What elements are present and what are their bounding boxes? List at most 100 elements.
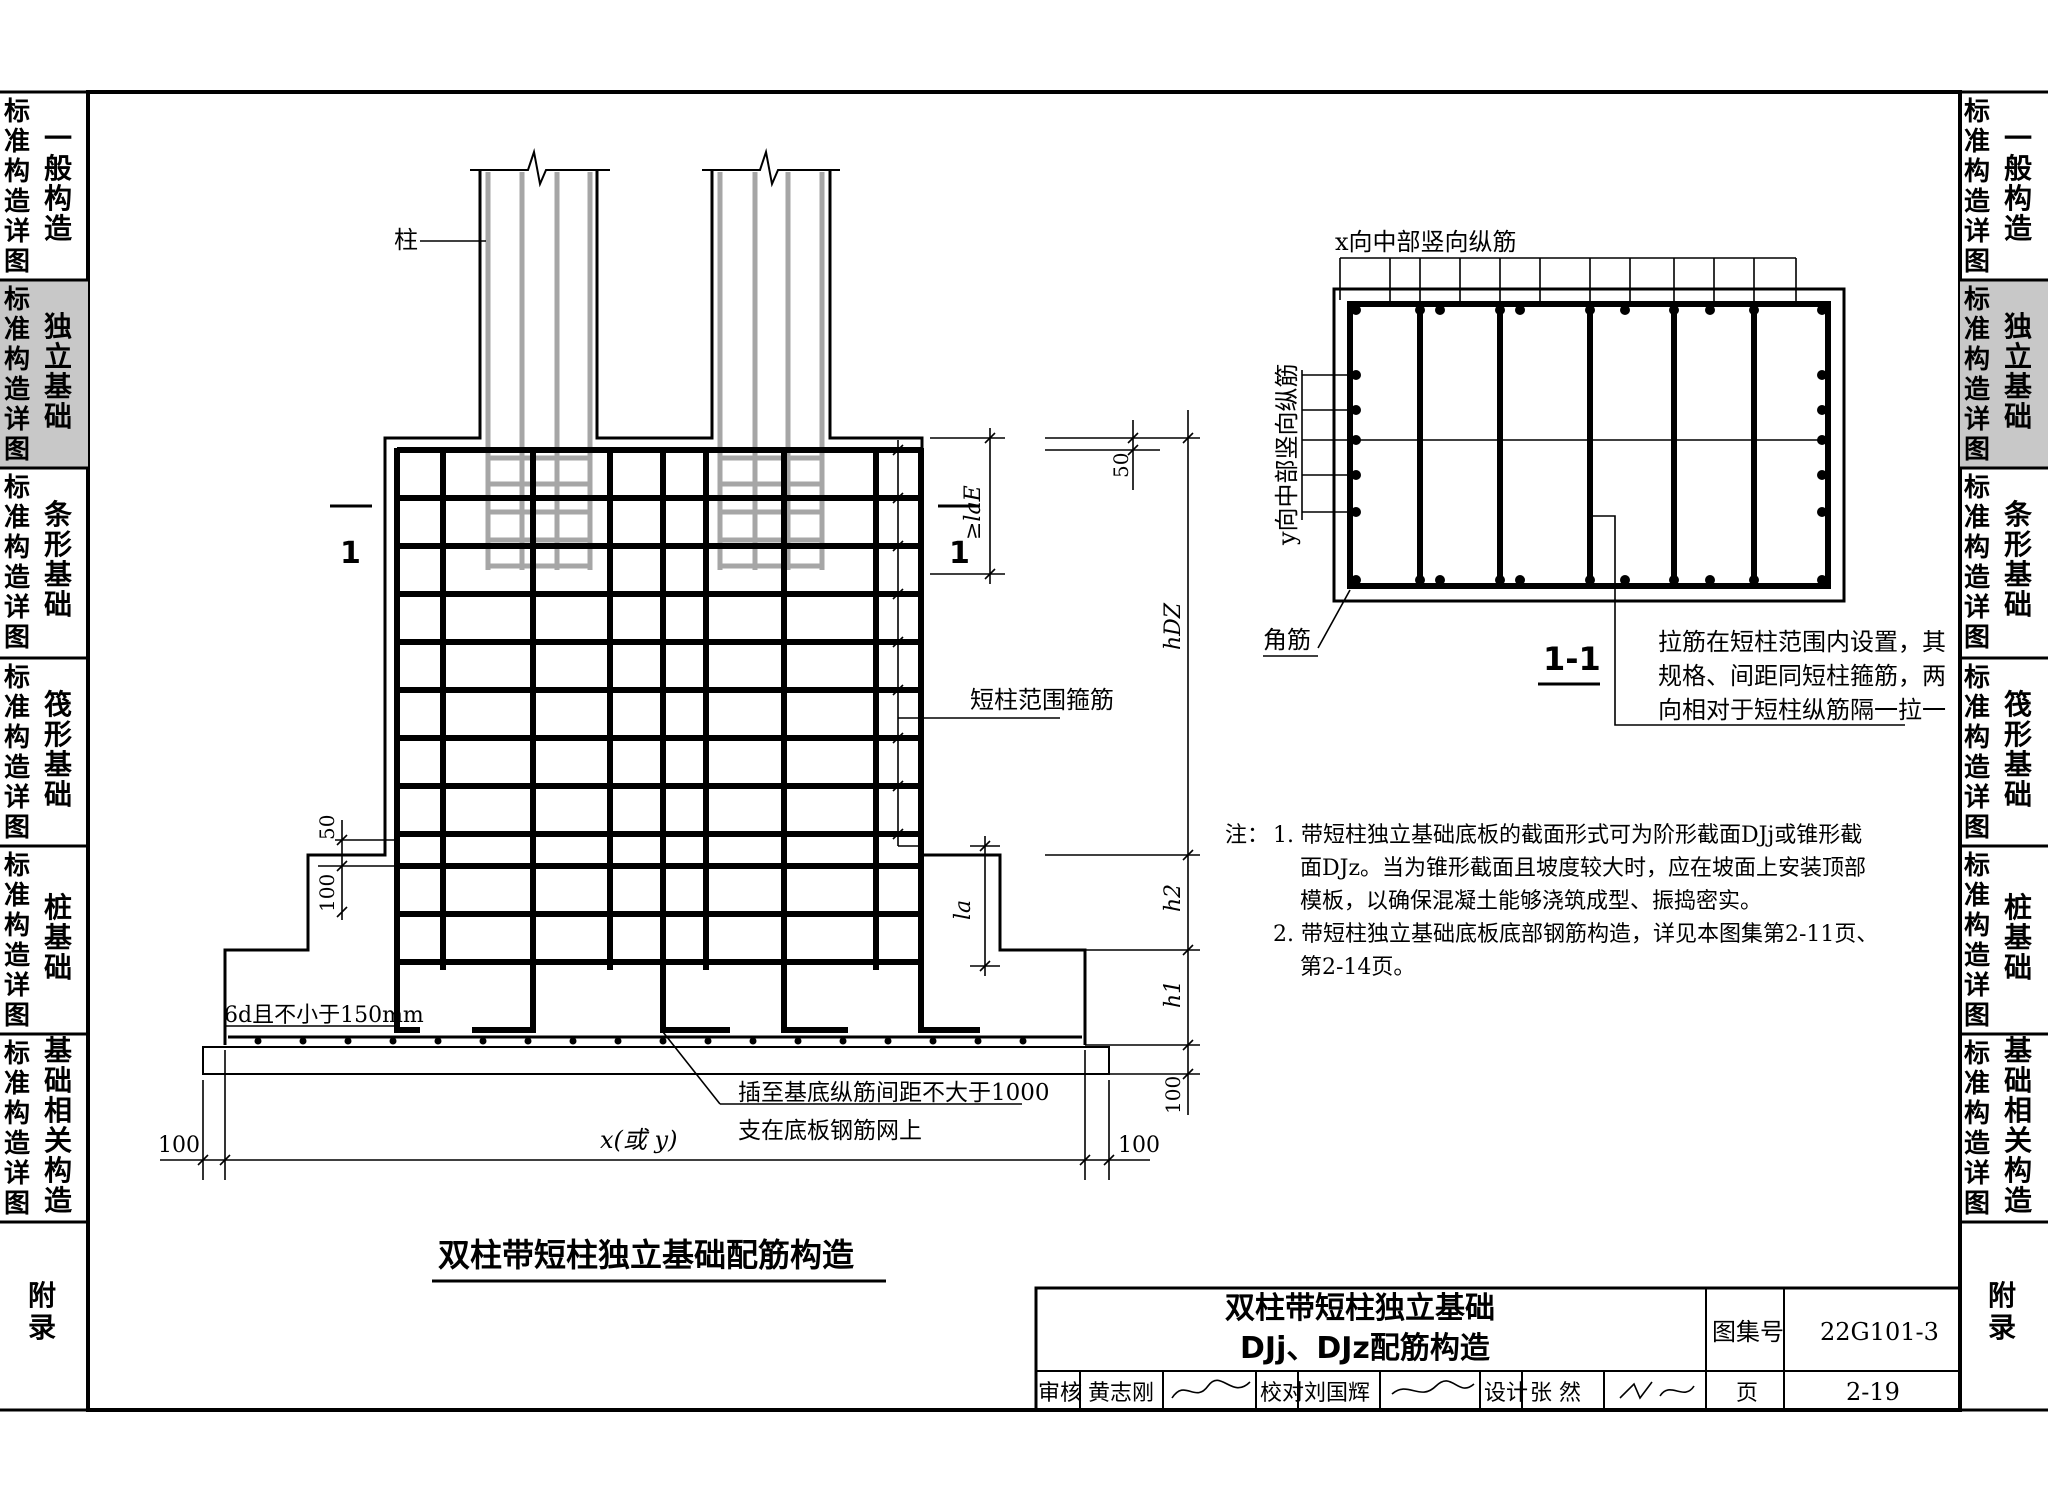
section-bar-top	[1817, 305, 1827, 315]
tab-label-char: 础	[2004, 951, 2032, 984]
tab-label-char: 相	[44, 1094, 72, 1127]
column-bars	[485, 172, 825, 570]
sheet-frame	[86, 90, 1962, 1412]
section-bar-bottom	[1585, 575, 1595, 585]
tab-prefix-char: 准	[1964, 693, 1990, 723]
tab-active-bg	[0, 280, 88, 468]
signature-reviewer	[1171, 1379, 1251, 1399]
label-column: 柱	[394, 226, 418, 254]
tab-label-char: 础	[44, 951, 72, 984]
bottom-mesh-dots	[254, 1037, 1027, 1045]
section-outline	[1332, 287, 1846, 603]
section-bar-top	[1620, 305, 1630, 315]
tab-label-char: 条	[2004, 498, 2032, 531]
tab-prefix-char: 图	[4, 1001, 30, 1031]
tab-label-char: 般	[2004, 152, 2032, 185]
dim-100-right: 100	[1118, 1133, 1160, 1158]
tab-prefix-char: 构	[1964, 533, 1990, 563]
tab-label-char: 基	[2004, 558, 2032, 591]
tab-prefix-char: 构	[1964, 1099, 1990, 1129]
dim-h2: h2	[1161, 884, 1186, 912]
mesh-bar-dot	[569, 1037, 577, 1045]
section-bar-top	[1435, 305, 1445, 315]
dim-la: la	[951, 900, 976, 920]
tab-prefix-char: 标	[1964, 97, 1990, 127]
section-mark-right: 1	[949, 536, 970, 571]
label-insert-line2: 支在底板钢筋网上	[738, 1118, 922, 1144]
tab-label-char: 构	[44, 182, 72, 215]
tab-label-char: 一	[2004, 122, 2032, 155]
tab-prefix-char: 准	[4, 127, 30, 157]
section-bar-top	[1669, 305, 1679, 315]
mesh-bar-dot	[704, 1037, 712, 1045]
tab-label-char: 相	[2004, 1094, 2032, 1127]
tab-prefix-char: 详	[1964, 1158, 1990, 1189]
tab-label-char: 造	[44, 212, 72, 245]
tab-prefix-char: 构	[1964, 723, 1990, 753]
tab-prefix-char: 图	[4, 435, 30, 465]
tab-label-char: 桩	[44, 891, 72, 924]
section-bar-top	[1351, 305, 1361, 315]
section-bar-bottom	[1620, 575, 1630, 585]
section-bar-bottom	[1435, 575, 1445, 585]
tab-prefix-char: 详	[1964, 592, 1990, 623]
mesh-bar-dot	[389, 1037, 397, 1045]
section-bar-left	[1351, 435, 1361, 445]
tab-prefix-char: 图	[1964, 435, 1990, 465]
tab-label-char: 础	[44, 400, 72, 433]
dim-50-top: 50	[1109, 453, 1133, 478]
tb-title-line1: 双柱带短柱独立基础	[1225, 1291, 1495, 1326]
tab-prefix-char: 准	[4, 1069, 30, 1099]
tie-note-line2: 规格、间距同短柱箍筋，两	[1658, 662, 1946, 690]
section-bar-top	[1495, 305, 1505, 315]
tab-prefix-char: 准	[4, 503, 30, 533]
tab-prefix-char: 造	[1964, 375, 1990, 405]
dim-100-left: 100	[158, 1133, 200, 1158]
mesh-bar-dot	[434, 1037, 442, 1045]
tab-label-char: 础	[44, 778, 72, 811]
tab-prefix-char: 构	[1964, 157, 1990, 187]
tab-label-char: 独	[2004, 310, 2032, 343]
section-title: 1-1	[1543, 640, 1601, 678]
tab-appendix-char: 录	[28, 1311, 56, 1344]
tab-prefix-char: 图	[4, 1189, 30, 1219]
mesh-bar-dot	[839, 1037, 847, 1045]
tab-prefix-char: 标	[1964, 473, 1990, 503]
blinding-layer	[202, 1046, 1110, 1075]
dim-h1: h1	[1161, 980, 1186, 1008]
label-corner: 角筋	[1263, 626, 1311, 654]
section-bar-left	[1351, 370, 1361, 380]
tab-label-char: 构	[44, 1154, 72, 1187]
tab-prefix-char: 构	[1964, 345, 1990, 375]
notes-prefix: 注：	[1225, 823, 1269, 848]
dim-100-step: 100	[315, 874, 339, 912]
dimension-bottom	[160, 1050, 1150, 1180]
tb-atlas-label: 图集号	[1712, 1318, 1784, 1346]
tab-prefix-char: 标	[1964, 1039, 1990, 1069]
tab-label-char: 立	[2004, 340, 2032, 373]
tab-prefix-char: 造	[4, 375, 30, 405]
dim-50-left: 50	[315, 815, 339, 840]
label-x-bars: x向中部竖向纵筋	[1335, 228, 1517, 256]
title-block: 双柱带短柱独立基础 DJj、DJz配筋构造 图集号 22G101-3 审核 黄志…	[1034, 1286, 1962, 1412]
tab-prefix-char: 准	[1964, 881, 1990, 911]
mesh-bar-dot	[344, 1037, 352, 1045]
note-line-3: 模板，以确保混凝土能够浇筑成型、振捣密实。	[1300, 889, 1762, 914]
right-tabs: 标准构造详图一般构造标准构造详图独立基础标准构造详图条形基础标准构造详图筏形基础…	[1960, 90, 2048, 1412]
tab-label-char: 基	[2004, 748, 2032, 781]
tab-prefix-char: 详	[4, 216, 30, 247]
label-width: x(或 y)	[600, 1126, 677, 1154]
section-bar-bottom	[1749, 575, 1759, 585]
tab-prefix-char: 准	[4, 881, 30, 911]
tb-designer: 张 然	[1530, 1381, 1581, 1406]
tb-page-label: 页	[1736, 1381, 1758, 1406]
dim-h-dz: hDZ	[1161, 602, 1186, 650]
tab-label-char: 基	[44, 558, 72, 591]
tab-appendix-char: 附	[1988, 1279, 2016, 1312]
tab-prefix-char: 详	[1964, 216, 1990, 247]
tab-active-bg-right	[1960, 280, 2048, 468]
tab-prefix-char: 详	[4, 404, 30, 435]
section-bar-bottom	[1351, 575, 1361, 585]
tab-prefix-char: 图	[1964, 813, 1990, 843]
